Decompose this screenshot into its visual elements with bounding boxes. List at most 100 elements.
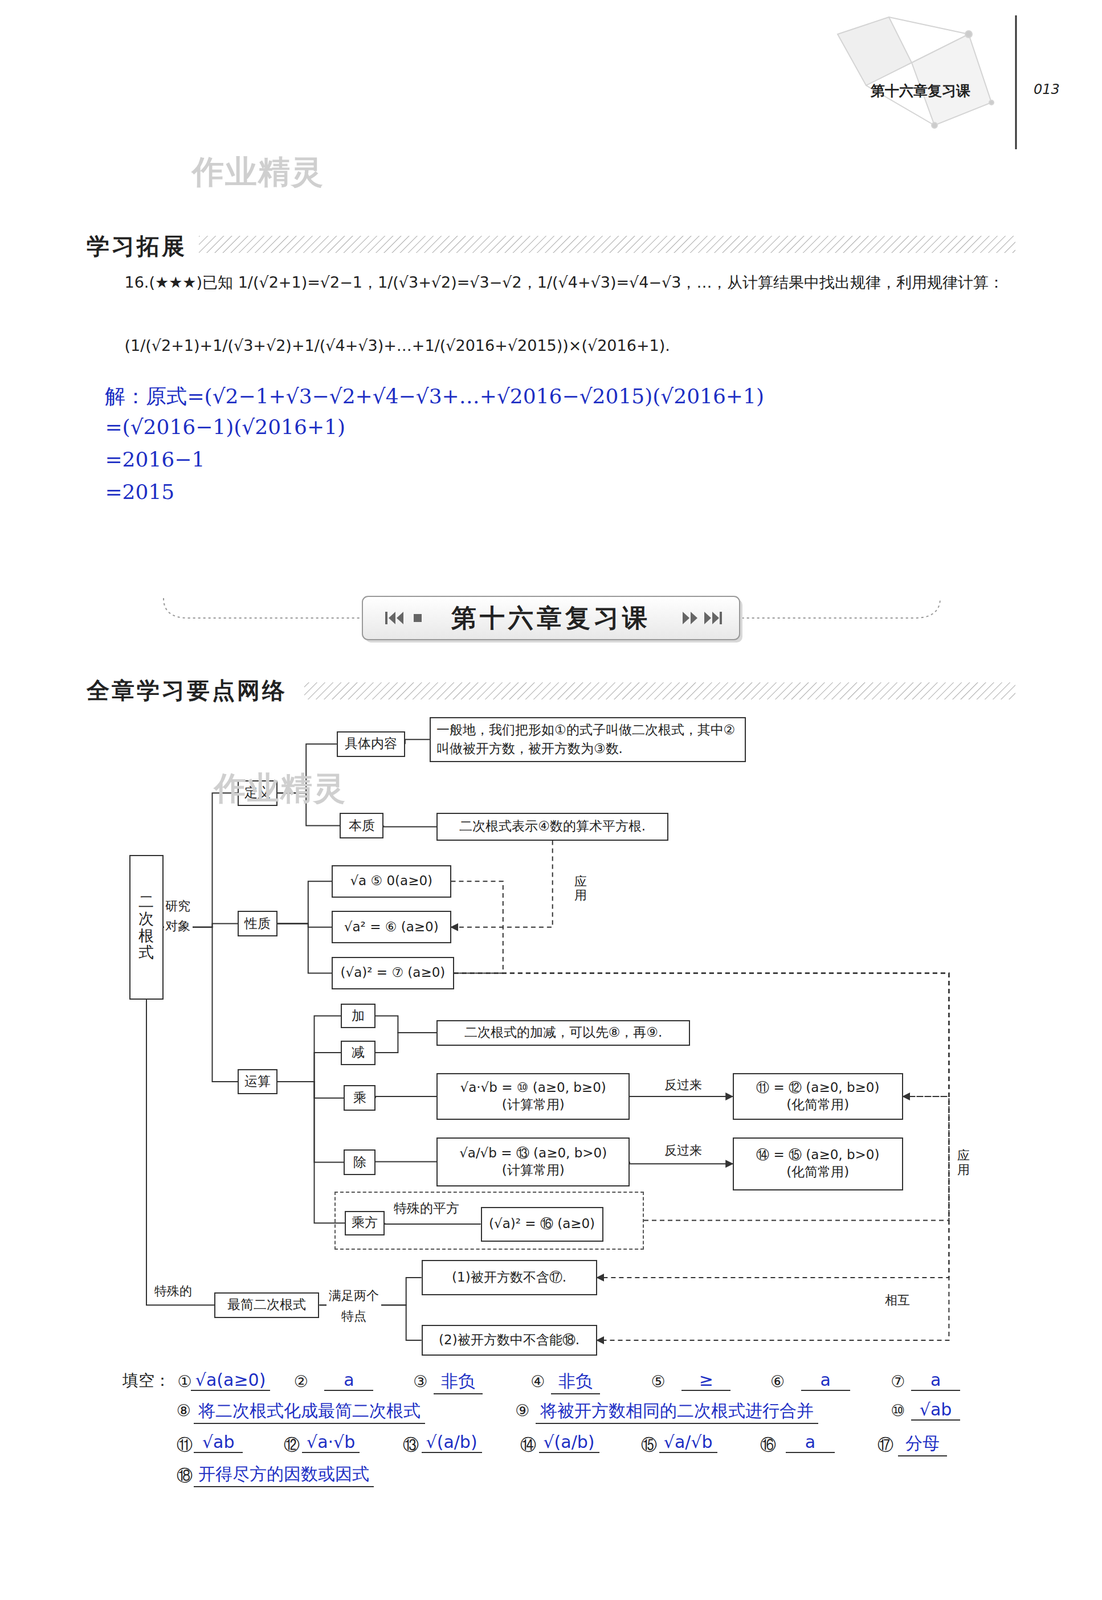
header-rule	[1015, 15, 1018, 150]
solution-line: =2016−1	[104, 447, 205, 472]
node-text: 二次根式表示④数的算术平方根.	[459, 818, 646, 836]
edge-label: 反过来	[663, 1076, 704, 1095]
hatch-band	[198, 235, 1016, 253]
node-text: (计算常用)	[501, 1096, 565, 1114]
header-ornament	[837, 17, 994, 129]
concept-box: 性质	[237, 911, 278, 937]
blank-number: ⑥	[770, 1372, 785, 1392]
blank-number: ⑤	[650, 1372, 665, 1392]
answer-text: √(a/b)	[421, 1432, 483, 1454]
blank-number: ⑮	[641, 1434, 657, 1457]
blank-number: ③	[413, 1372, 428, 1392]
solution-line: =2015	[104, 480, 175, 504]
node-text: 二次根式	[138, 893, 154, 962]
connector	[629, 1096, 733, 1098]
node-text: √a ⑤ 0(a≥0)	[349, 872, 433, 891]
blank-number: ①	[177, 1372, 193, 1392]
node-text: 本质	[348, 817, 375, 835]
node-text: (√a)² = ⑯ (a≥0)	[488, 1215, 595, 1234]
concept-box: 加	[340, 1003, 376, 1029]
concept-box: 除	[343, 1149, 376, 1176]
problem-text: 16.(★★★)已知 1/(√2+1)=√2−1，1/(√3+√2)=√3−√2…	[124, 271, 1019, 295]
answer-text: a	[801, 1370, 851, 1392]
connector	[375, 1161, 437, 1164]
edge-label: 满足两个特点	[326, 1285, 382, 1327]
answer-text: 将被开方数相同的二次根式进行合并	[535, 1400, 819, 1425]
node-text: 减	[351, 1044, 365, 1062]
blank-number: ⑩	[890, 1401, 905, 1421]
connector	[163, 927, 239, 1083]
blank-number: ④	[530, 1372, 545, 1392]
node-text: 具体内容	[344, 735, 398, 753]
answer-text: √a/√b	[659, 1432, 718, 1454]
node-text: 乘	[353, 1090, 367, 1108]
solution-line: =(√2016−1)(√2016+1)	[104, 415, 346, 439]
connector	[277, 1082, 344, 1099]
blank-number: ⑨	[515, 1401, 530, 1421]
node-text: (1)被开方数不含⑰.	[451, 1269, 567, 1287]
blank-number: ②	[294, 1372, 309, 1392]
chapter-banner: 第十六章复习课	[362, 597, 741, 640]
concept-box: (√a)² = ⑦ (a≥0)	[331, 957, 455, 990]
connector	[454, 973, 950, 1278]
concept-box: 减	[340, 1041, 376, 1066]
concept-box: √a ⑤ 0(a≥0)	[331, 865, 452, 899]
solution-line: 解：原式=(√2−1+√3−√2+√4−√3+…+√2016−√2015)(√2…	[104, 382, 765, 411]
node-text: (2)被开方数中不含能⑱.	[438, 1332, 580, 1350]
node-text: √a² = ⑥ (a≥0)	[344, 919, 439, 937]
node-text: 一般地，我们把形如①的式子叫做二次根式，其中②叫做被开方数，被开方数为③数.	[436, 720, 740, 759]
section-heading: 学习拓展	[86, 230, 187, 263]
concept-box: (√a)² = ⑯ (a≥0)	[480, 1207, 604, 1243]
connector	[451, 841, 553, 928]
node-text: √a/√b = ⑬ (a≥0, b>0)	[459, 1145, 607, 1163]
edge-label: 反过来	[663, 1141, 704, 1161]
concept-box: 乘	[343, 1085, 376, 1112]
node-text: 特殊的平方	[393, 1200, 460, 1218]
connector	[629, 1162, 733, 1165]
node-text: ⑪ = ⑫ (a≥0, b≥0)	[756, 1079, 880, 1097]
connector	[277, 1052, 341, 1083]
blank-number: ⑬	[402, 1434, 419, 1457]
concept-box: 运算	[237, 1069, 278, 1096]
edge-label: 应用	[573, 874, 589, 904]
answer-text: √a(a≥0)	[190, 1370, 271, 1392]
answer-text: √a·√b	[301, 1432, 360, 1454]
connector	[277, 924, 332, 974]
concept-box: (2)被开方数中不含能⑱.	[421, 1325, 598, 1357]
connector	[375, 1016, 437, 1034]
connector	[375, 1033, 437, 1053]
edge-label: 应用	[956, 1148, 971, 1178]
concept-box: 一般地，我们把形如①的式子叫做二次根式，其中②叫做被开方数，被开方数为③数.	[429, 717, 746, 763]
root-box: 二次根式	[129, 855, 163, 1001]
answer-text: a	[324, 1370, 374, 1392]
answer-text: 非负	[551, 1370, 601, 1395]
node-text: 二次根式的加减，可以先⑧，再⑨.	[464, 1024, 663, 1042]
concept-box: √a² = ⑥ (a≥0)	[331, 911, 452, 944]
concept-box: 最简二次根式	[214, 1292, 320, 1319]
node-text: 乘方	[351, 1214, 378, 1232]
connector	[375, 1096, 437, 1099]
connector	[277, 1016, 341, 1083]
node-text: (化简常用)	[786, 1164, 850, 1182]
fill-heading: 填空：	[122, 1370, 171, 1393]
blank-number: ⑪	[176, 1434, 193, 1457]
group-box: 特殊的平方乘方 (√a)² = ⑯ (a≥0)	[334, 1192, 644, 1251]
concept-box: (1)被开方数不含⑰.	[421, 1260, 598, 1297]
connector	[383, 826, 437, 828]
edge-label: 特殊的	[153, 1282, 194, 1301]
watermark: 作业精灵	[214, 767, 347, 811]
node-text: 除	[353, 1154, 367, 1172]
node-text: 性质	[244, 915, 271, 933]
answer-text: 分母	[898, 1432, 948, 1457]
watermark: 作业精灵	[192, 150, 325, 195]
connector	[385, 1223, 481, 1225]
node-text: (化简常用)	[786, 1096, 850, 1114]
node-text: √a·√b = ⑩ (a≥0, b≥0)	[460, 1079, 607, 1097]
answer-text: √ab	[911, 1400, 961, 1422]
concept-box: 二次根式的加减，可以先⑧，再⑨.	[436, 1020, 690, 1047]
answer-text: 非负	[433, 1370, 483, 1395]
node-text: (√a)² = ⑦ (a≥0)	[340, 964, 446, 982]
hatch-band	[304, 682, 1016, 700]
connector	[405, 739, 430, 745]
edge-label: 相互	[883, 1291, 912, 1310]
